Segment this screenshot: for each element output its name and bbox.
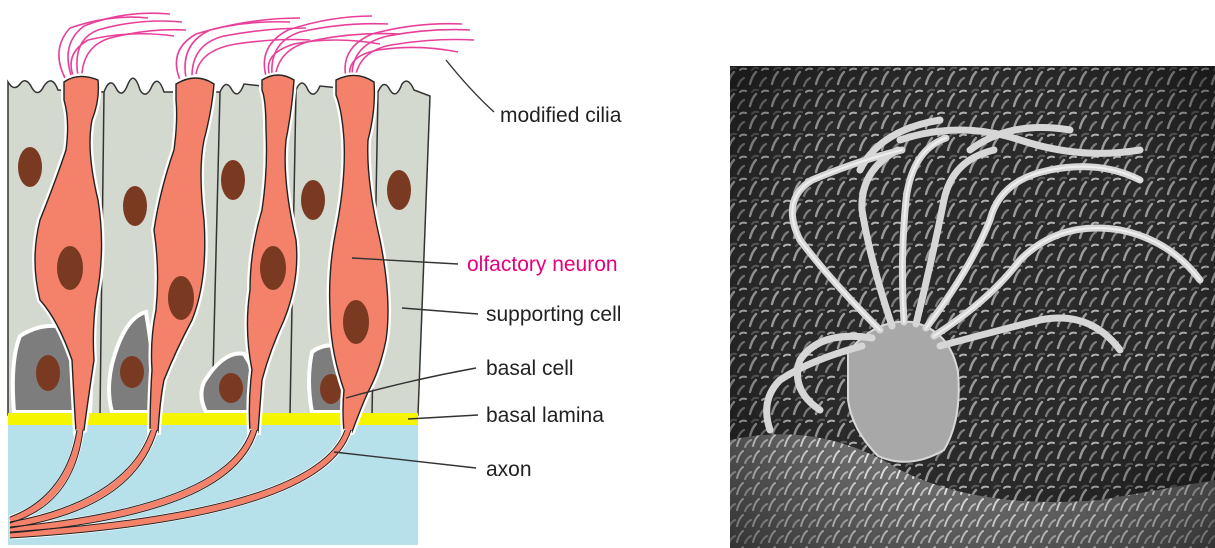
label-basal-cell: basal cell <box>486 357 574 380</box>
label-supporting-cell: supporting cell <box>486 303 621 326</box>
label-modified-cilia: modified cilia <box>500 104 622 127</box>
label-olfactory-neuron: olfactory neuron <box>467 253 618 276</box>
label-axon: axon <box>486 458 532 481</box>
label-basal-lamina: basal lamina <box>486 404 604 427</box>
electron-micrograph <box>730 66 1215 548</box>
schematic-diagram: modified cilia olfactory neuron supporti… <box>8 13 622 545</box>
modified-cilia <box>59 13 474 80</box>
